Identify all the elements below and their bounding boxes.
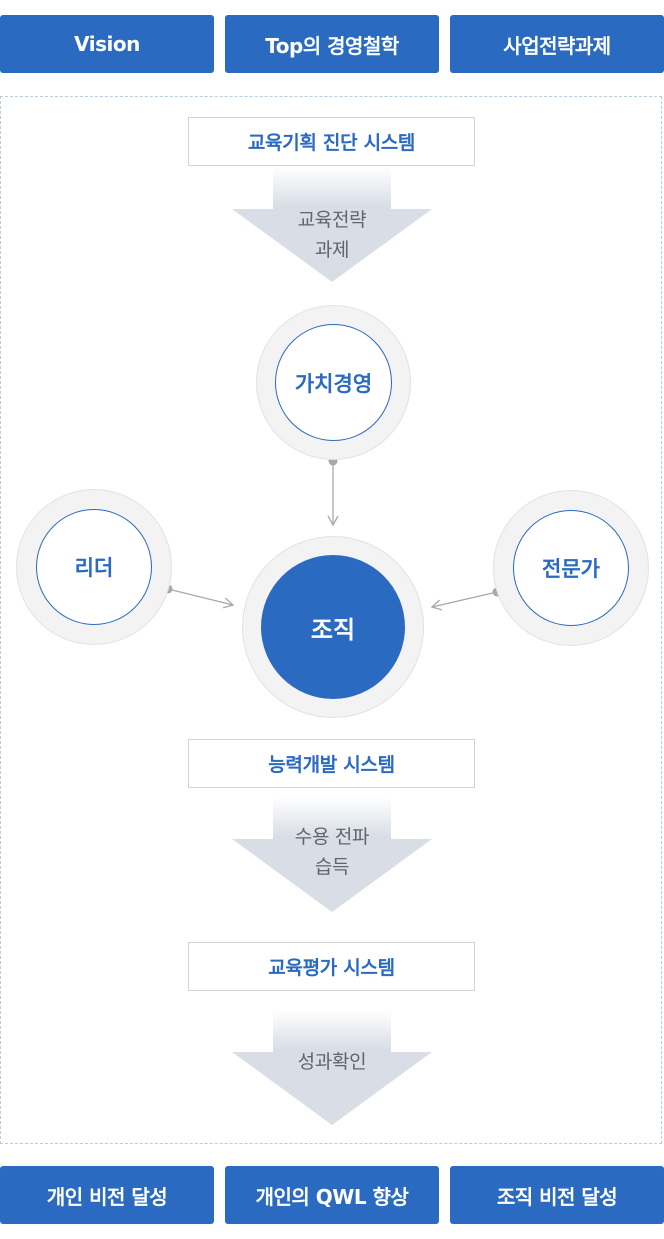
evaluation-arrow: 성과확인 (232, 1010, 432, 1125)
expert-ring: 전문가 (493, 490, 649, 646)
planning-arrow-text-2: 과제 (314, 239, 350, 261)
connector-expert-to-organization (430, 591, 498, 611)
leader-circle: 리더 (36, 509, 152, 625)
leader-ring: 리더 (16, 489, 172, 645)
development-arrow: 수용 전파 습득 (232, 797, 432, 912)
planning-arrow-text-1: 교육전략 (297, 209, 367, 231)
development-arrow-shape (232, 797, 432, 912)
connector-leader-to-organization (167, 588, 235, 609)
bottom-button-personal-vision[interactable]: 개인 비전 달성 (0, 1166, 214, 1224)
planning-arrow: 교육전략 과제 (232, 167, 432, 282)
organization-ring: 조직 (242, 536, 424, 718)
evaluation-arrow-shape (232, 1010, 432, 1125)
evaluation-arrow-text-1: 성과확인 (297, 1051, 367, 1073)
development-arrow-text-2: 습득 (314, 856, 350, 878)
evaluation-system-box: 교육평가 시스템 (188, 942, 475, 991)
development-arrow-text-1: 수용 전파 (294, 826, 370, 848)
development-system-box: 능력개발 시스템 (188, 739, 475, 788)
bottom-button-org-vision[interactable]: 조직 비전 달성 (450, 1166, 664, 1224)
value-management-circle: 가치경영 (275, 324, 392, 441)
bottom-button-qwl[interactable]: 개인의 QWL 향상 (225, 1166, 439, 1224)
planning-arrow-shape (232, 167, 432, 282)
organization-circle: 조직 (261, 555, 405, 699)
top-button-vision[interactable]: Vision (0, 15, 214, 73)
value-management-ring: 가치경영 (256, 305, 411, 460)
diagram-frame (0, 96, 662, 1144)
expert-circle: 전문가 (513, 510, 629, 626)
top-button-strategy[interactable]: 사업전략과제 (450, 15, 664, 73)
planning-system-box: 교육기획 진단 시스템 (188, 117, 475, 166)
top-button-philosophy[interactable]: Top의 경영철학 (225, 15, 439, 73)
